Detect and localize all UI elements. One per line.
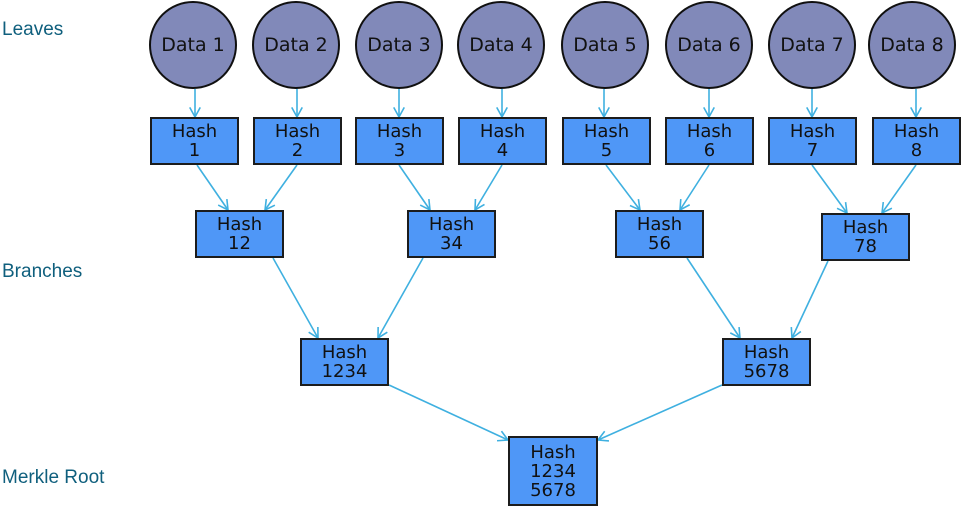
hash-2-title: Hash bbox=[274, 121, 321, 142]
leaf-data-7: Data 7 bbox=[768, 1, 856, 89]
hash-5678-title: Hash bbox=[743, 342, 790, 363]
hash-1234-title: Hash bbox=[321, 342, 368, 363]
hash-5-title: Hash bbox=[583, 121, 630, 142]
arrow-data7-hash7 bbox=[806, 89, 818, 119]
hash-12-id: 12 bbox=[228, 233, 251, 254]
arrow-hash7-hash78 bbox=[811, 164, 848, 215]
arrow-hash4-hash34 bbox=[474, 164, 503, 212]
arrow-hash1-hash12 bbox=[196, 164, 229, 212]
arrow-hash56-hash5678 bbox=[686, 257, 741, 340]
root-id-line2: 5678 bbox=[530, 479, 576, 501]
arrow-data1-hash1 bbox=[189, 89, 201, 119]
arrow-data2-hash2 bbox=[291, 89, 303, 119]
arrow-hash5-hash56 bbox=[605, 164, 642, 212]
leaf-data-4: Data 4 bbox=[457, 1, 545, 89]
hash-5-id: 5 bbox=[600, 140, 613, 161]
label-branches: Branches bbox=[2, 261, 83, 282]
hash-4-title: Hash bbox=[479, 121, 526, 142]
hash-34-id: 34 bbox=[440, 233, 463, 254]
hash-6-title: Hash bbox=[686, 121, 733, 142]
arrow-hash12-hash1234 bbox=[272, 257, 319, 340]
hash-78-id: 78 bbox=[854, 236, 877, 257]
leaf-data-5: Data 5 bbox=[561, 1, 649, 89]
arrow-hash8-hash78 bbox=[881, 164, 917, 215]
arrow-hash6-hash56 bbox=[679, 164, 710, 212]
hash-78-title: Hash bbox=[842, 217, 889, 238]
hash-34-title: Hash bbox=[428, 214, 475, 235]
leaf-data-6: Data 6 bbox=[665, 1, 753, 89]
hash-56-title: Hash bbox=[636, 214, 683, 235]
arrow-hash34-hash1234 bbox=[377, 257, 424, 340]
arrow-hash2-hash12 bbox=[264, 164, 298, 212]
hash-12-title: Hash bbox=[216, 214, 263, 235]
leaf-data-2: Data 2 bbox=[252, 1, 340, 89]
hash-1-id: 1 bbox=[188, 140, 201, 161]
merkle-root-hash: Hash 1234 5678 bbox=[508, 436, 598, 506]
label-merkle-root: Merkle Root bbox=[2, 467, 105, 488]
arrow-hash78-hash5678 bbox=[790, 260, 829, 340]
root-id-line1: 1234 bbox=[530, 460, 576, 482]
root-title: Hash bbox=[530, 441, 576, 463]
arrow-data8-hash8 bbox=[910, 89, 922, 119]
leaf-data-3: Data 3 bbox=[355, 1, 443, 89]
hash-56-id: 56 bbox=[648, 233, 671, 254]
arrow-data3-hash3 bbox=[393, 89, 405, 119]
hash-7-id: 7 bbox=[806, 140, 819, 161]
arrow-hash1234-root bbox=[388, 384, 510, 442]
hash-3-id: 3 bbox=[393, 140, 406, 161]
hash-4-id: 4 bbox=[496, 140, 509, 161]
hash-8-id: 8 bbox=[910, 140, 923, 161]
arrow-hash5678-root bbox=[596, 384, 723, 442]
hash-3-title: Hash bbox=[376, 121, 423, 142]
hash-1-title: Hash bbox=[171, 121, 218, 142]
leaf-data-8: Data 8 bbox=[868, 1, 956, 89]
hash-2-id: 2 bbox=[291, 140, 304, 161]
hash-5678-id: 5678 bbox=[743, 361, 790, 382]
leaf-data-1: Data 1 bbox=[149, 1, 237, 89]
hash-6-id: 6 bbox=[703, 140, 716, 161]
hash-7-title: Hash bbox=[789, 121, 836, 142]
label-leaves: Leaves bbox=[2, 19, 64, 40]
arrow-data6-hash6 bbox=[703, 89, 715, 119]
arrow-data5-hash5 bbox=[598, 89, 610, 119]
arrow-hash3-hash34 bbox=[398, 164, 431, 212]
hash-8-title: Hash bbox=[893, 121, 940, 142]
hash-1234-id: 1234 bbox=[321, 361, 368, 382]
arrow-data4-hash4 bbox=[496, 89, 508, 119]
